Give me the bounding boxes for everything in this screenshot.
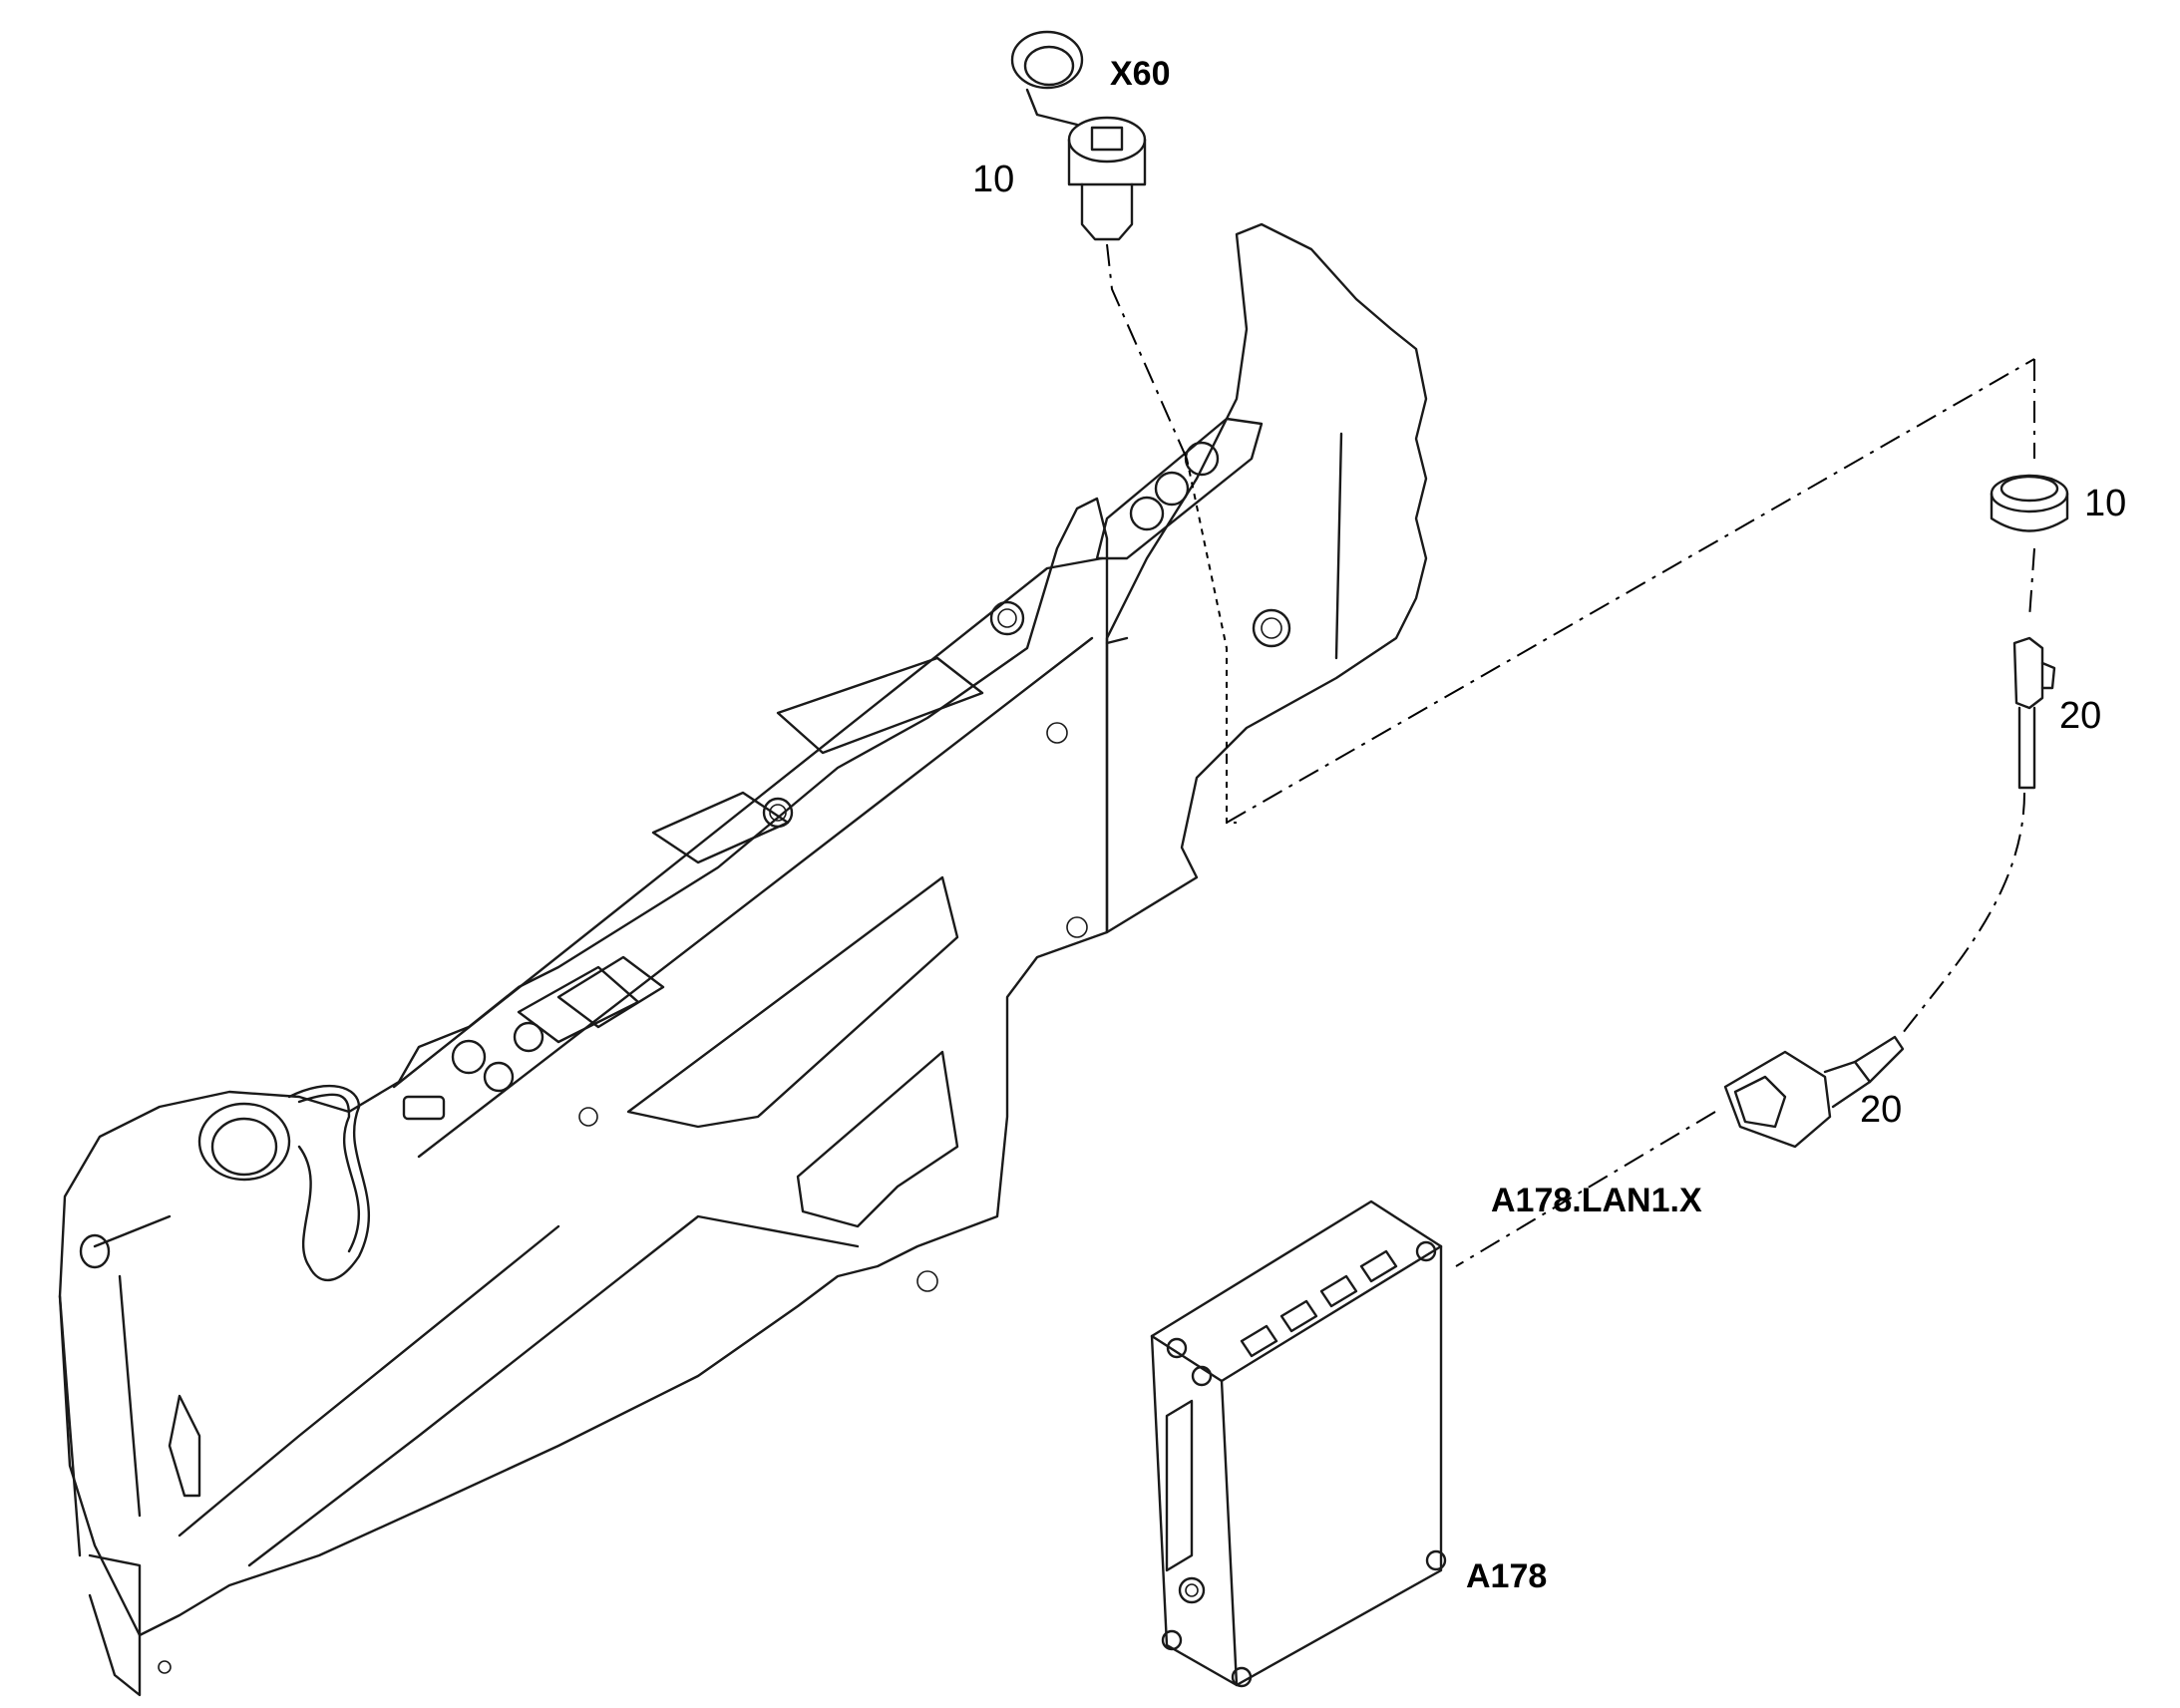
usb-socket-x60 (1010, 30, 1147, 241)
label-a178-lan1-x: A178.LAN1.X (1491, 1182, 1702, 1219)
cable-connector (1723, 1035, 1905, 1149)
label-item-10-top: 10 (972, 159, 1014, 200)
lock-nut (1990, 474, 2069, 532)
label-x60: X60 (1110, 55, 1171, 93)
leader-lines (1106, 243, 2035, 1267)
control-unit-a178 (1150, 1199, 1447, 1688)
rj45-plug (2012, 636, 2056, 790)
label-a178: A178 (1466, 1557, 1547, 1595)
label-item-20-lower: 20 (1860, 1089, 1902, 1131)
label-item-10-right: 10 (2084, 483, 2126, 524)
label-item-20-upper: 20 (2059, 695, 2101, 737)
frame-bracket (58, 222, 1428, 1697)
